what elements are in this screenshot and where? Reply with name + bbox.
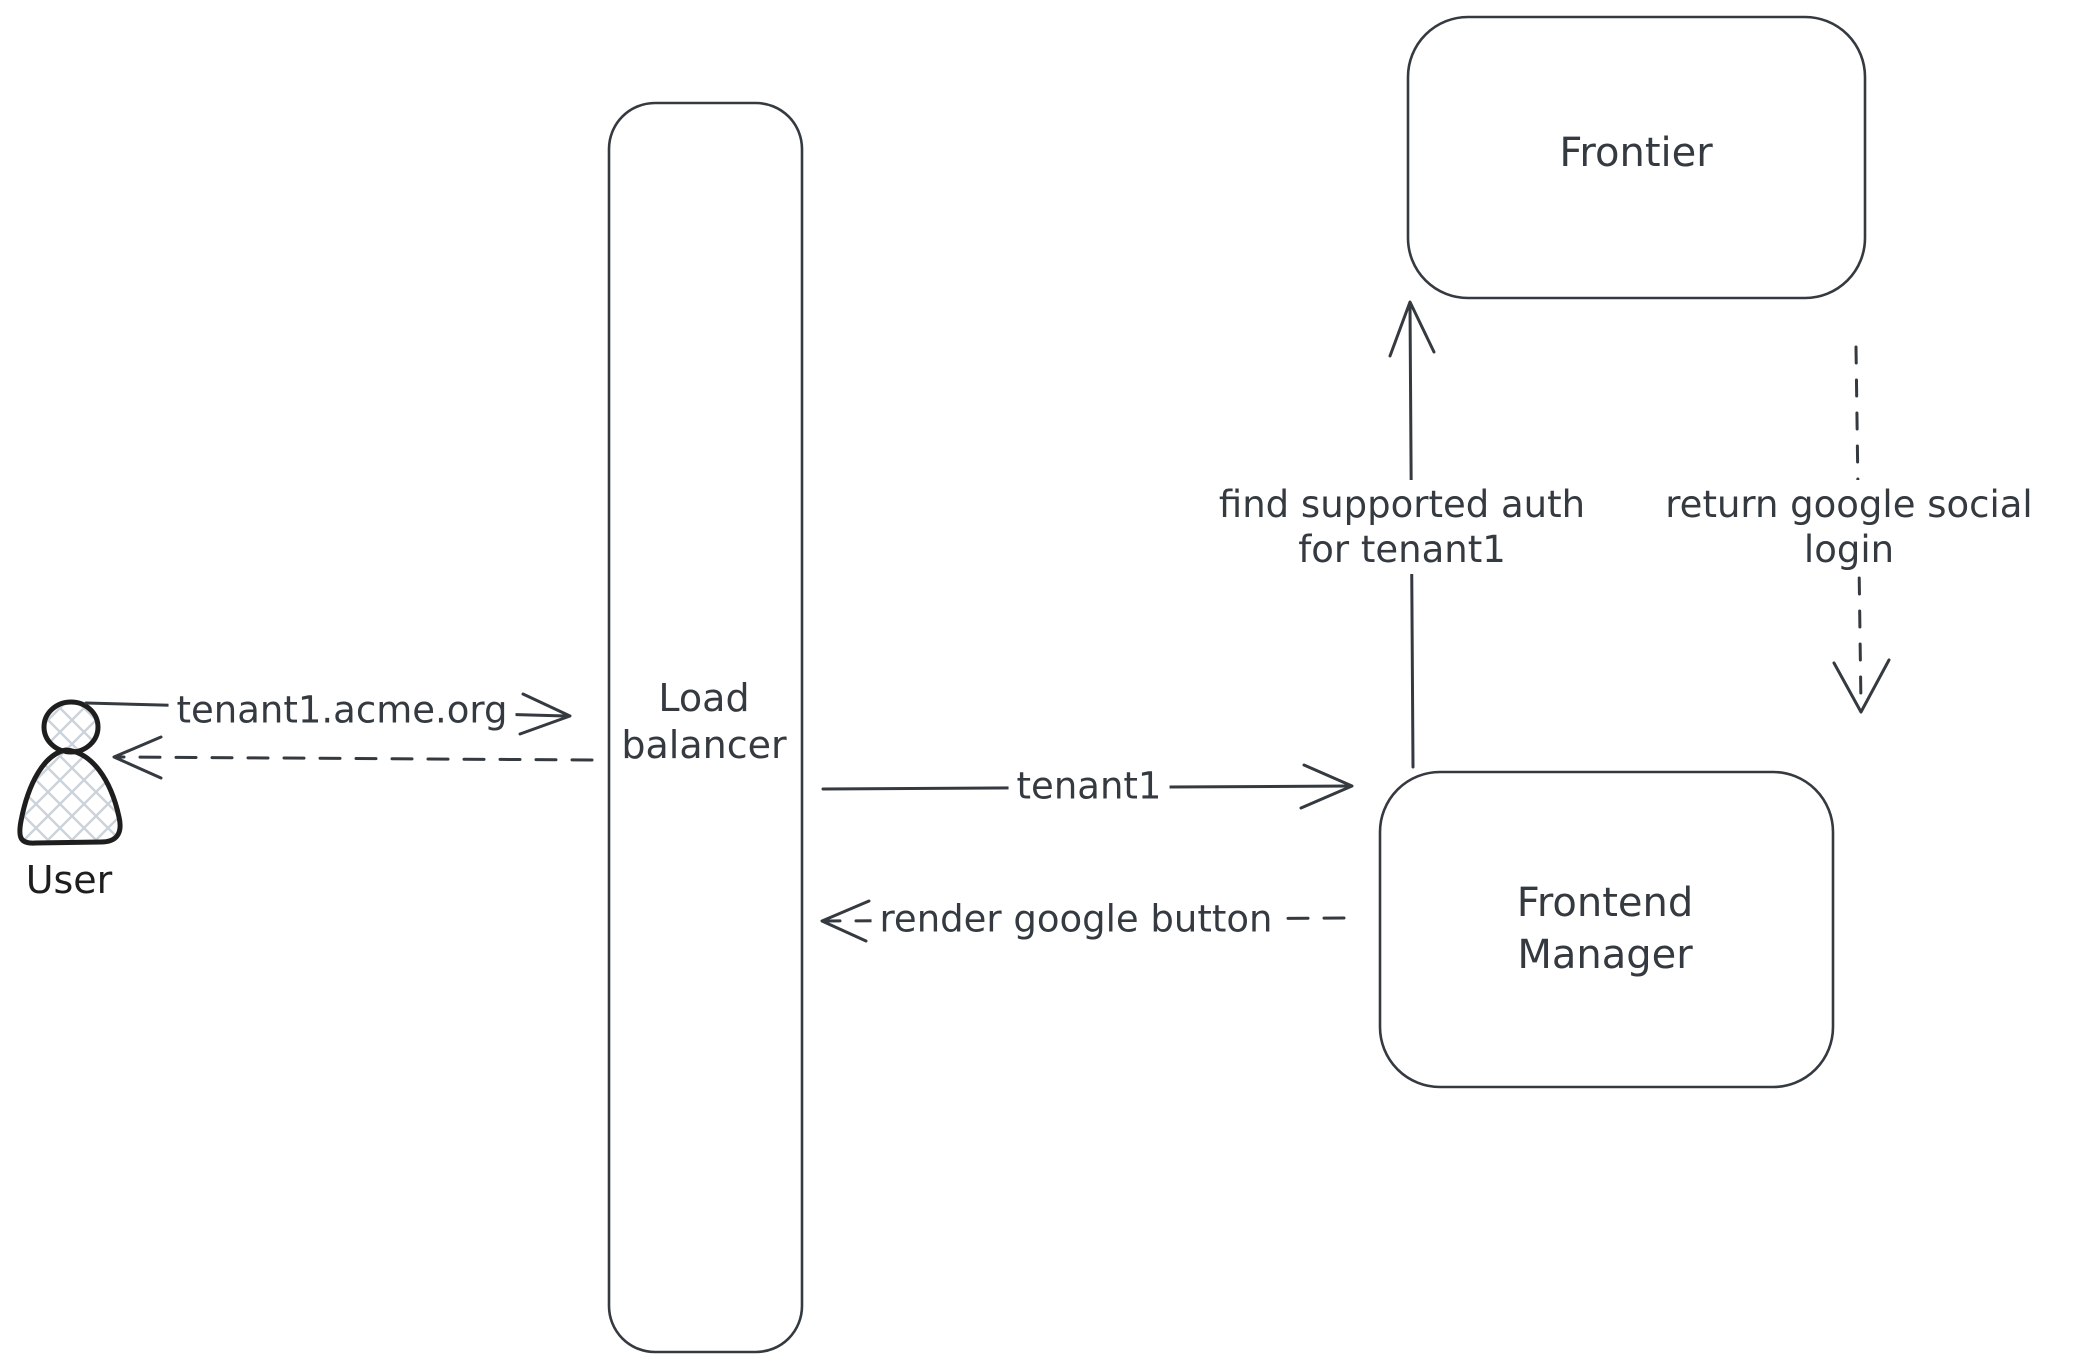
edge-label-return-google-social-login-line1: return google social [1665,483,2033,526]
person-icon [17,699,123,846]
frontier-label: Frontier [1559,130,1713,176]
frontier-box [1406,15,1867,300]
frontend-manager-label-line1: Frontend [1516,880,1694,926]
frontend-manager-box [1378,770,1835,1089]
load-balancer-label-line2: balancer [621,723,787,767]
frontend-manager-label-line2: Manager [1517,932,1693,978]
arrow-load-balancer-to-user [112,735,594,780]
load-balancer-label-line1: Load [658,676,750,720]
edge-label-find-supported-auth: find supported auth for tenant1 [1210,480,1594,574]
load-balancer-label: Load balancer [621,675,786,769]
user-label: User [25,858,113,903]
edge-label-return-google-social-login-line2: login [1803,528,1895,571]
edge-label-render-google-button: render google button [871,896,1281,944]
edge-label-find-supported-auth-line1: find supported auth [1218,483,1586,526]
frontend-manager-label: Frontend Manager [1517,877,1694,981]
edge-label-tenant1: tenant1 [1008,763,1170,811]
load-balancer-box [607,101,804,1354]
edge-label-tenant1-acme-org: tenant1.acme.org [168,687,516,735]
edge-label-return-google-social-login: return google social login [1657,480,2041,574]
edge-label-find-supported-auth-line2: for tenant1 [1298,528,1506,571]
